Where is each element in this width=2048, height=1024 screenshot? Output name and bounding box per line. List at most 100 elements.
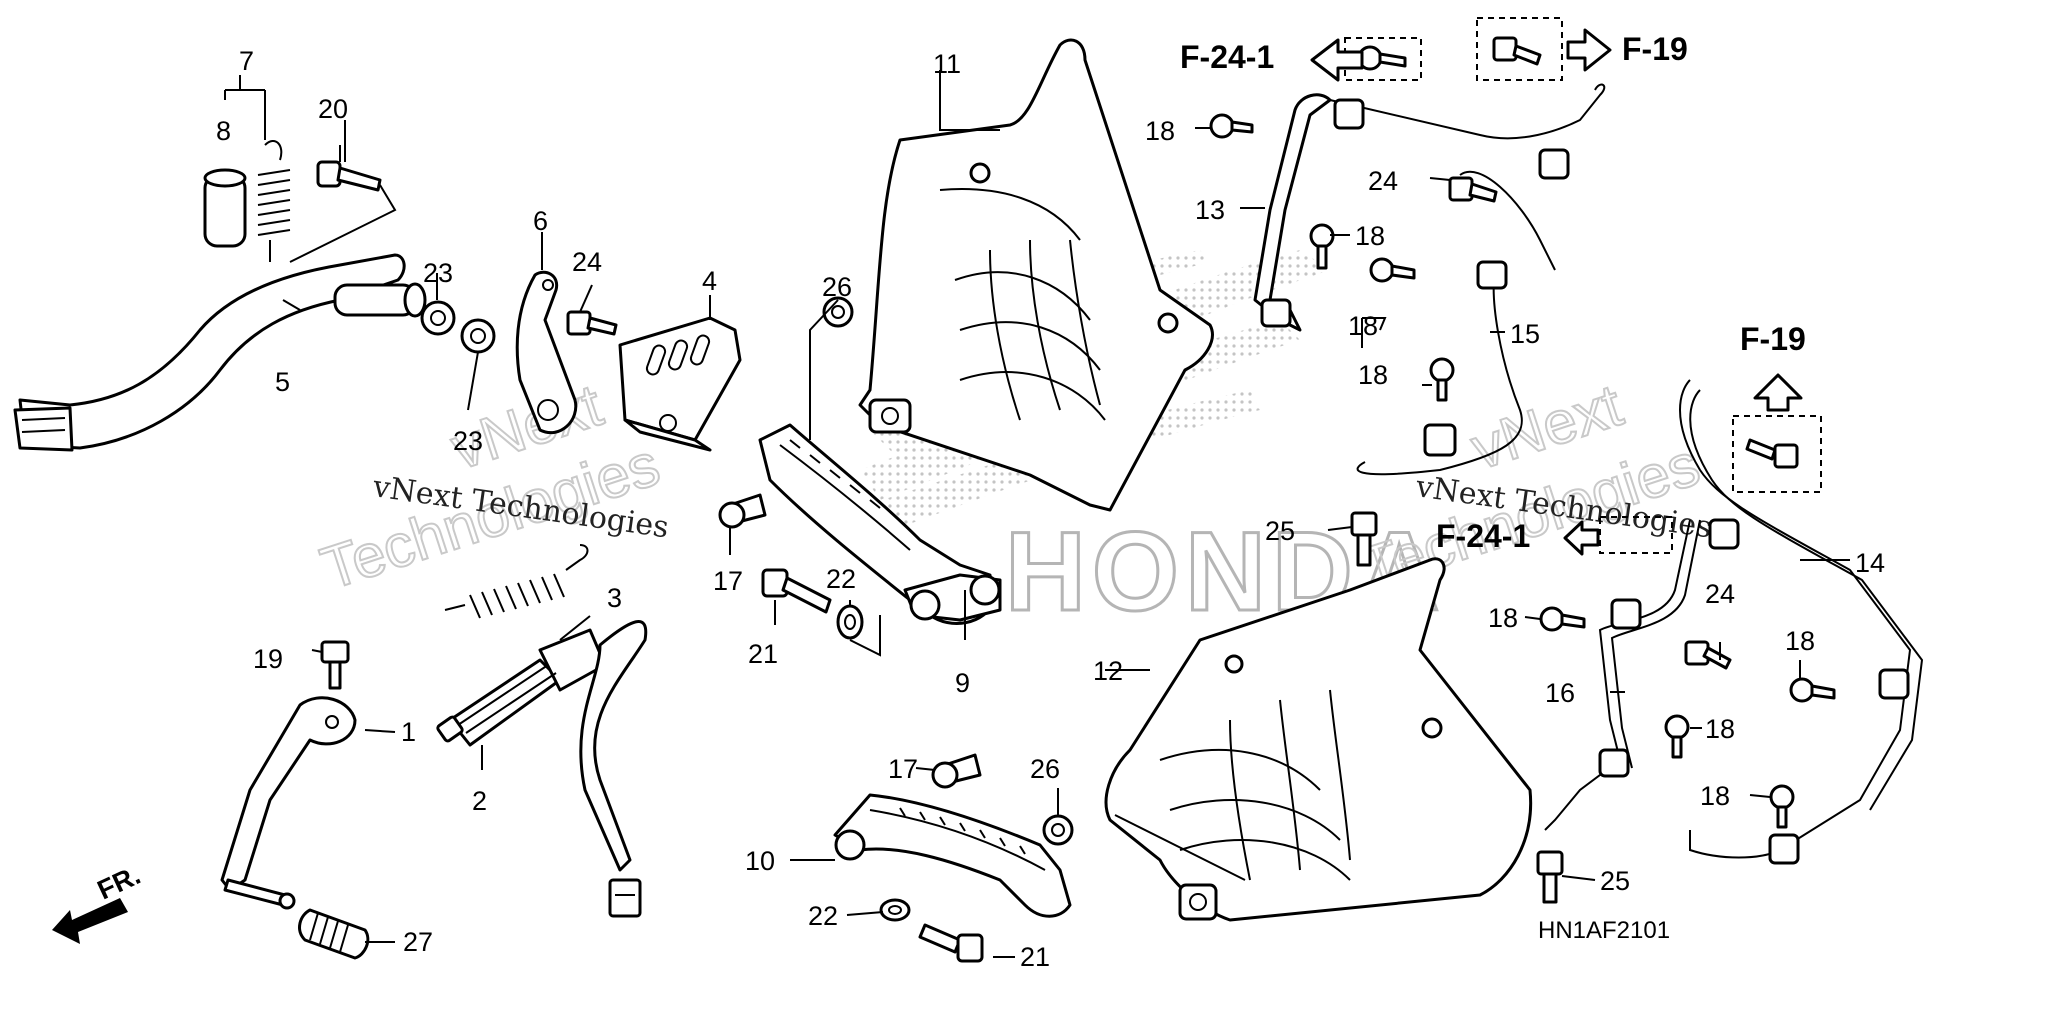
left-arrow-icon <box>1310 38 1364 82</box>
callout-25-bottom: 25 <box>1600 866 1630 896</box>
part-nut-26-bottom <box>1042 814 1074 846</box>
part-bolt-24-left <box>566 310 618 336</box>
part-bolt-21-bottom <box>918 923 984 963</box>
callout-22-bottom: 22 <box>808 901 838 931</box>
part-bolt-18a <box>1209 113 1254 139</box>
part-spring-and-collar <box>203 75 291 262</box>
callout-17-top: 17 <box>713 566 743 596</box>
part-rod-14 <box>1679 379 1924 865</box>
callout-5: 5 <box>275 367 290 397</box>
up-arrow-icon <box>1753 373 1803 412</box>
part-pin-17-bottom <box>931 753 982 789</box>
part-brake-pedal <box>13 253 427 452</box>
callout-27: 27 <box>403 927 433 957</box>
callout-4: 4 <box>702 266 717 296</box>
callout-9: 9 <box>955 668 970 698</box>
callout-19: 19 <box>253 644 283 674</box>
part-rod-15 <box>1356 170 1556 476</box>
part-rubber-27 <box>298 908 370 960</box>
ref-label-f19-top: F-19 <box>1622 31 1688 67</box>
callout-15: 15 <box>1510 319 1540 349</box>
right-arrow-icon <box>1566 28 1612 72</box>
callout-12: 12 <box>1093 656 1123 686</box>
part-rod-16 <box>1544 519 1701 831</box>
part-bearings-23 <box>420 300 496 354</box>
callout-18-h: 18 <box>1700 781 1730 811</box>
part-bolt-25-bottom <box>1536 850 1564 904</box>
ref-box-f241-top <box>1344 37 1422 81</box>
figure-code: HN1AF2101 <box>1538 917 1670 944</box>
callout-24-right: 24 <box>1705 579 1735 609</box>
ref-box-f19-top <box>1476 17 1563 81</box>
callout-2: 2 <box>472 786 487 816</box>
callout-16: 16 <box>1545 678 1575 708</box>
ref-arrows <box>52 28 1803 944</box>
part-bolt-18b <box>1309 223 1335 270</box>
left-arrow-icon-small <box>1563 520 1600 556</box>
part-bracket-4 <box>618 316 742 452</box>
callout-21-bottom: 21 <box>1020 942 1050 972</box>
part-bolt-18f <box>1789 677 1836 703</box>
callout-25-top: 25 <box>1265 516 1295 546</box>
callout-18-g: 18 <box>1705 714 1735 744</box>
callout-11: 11 <box>933 49 961 79</box>
part-nut-26-top <box>822 296 854 328</box>
callout-26-bottom: 26 <box>1030 754 1060 784</box>
part-guard-12 <box>1104 557 1533 922</box>
ref-box-f241-right <box>1599 516 1673 554</box>
part-bolt-25-top <box>1350 511 1378 567</box>
ref-label-f19-right: F-19 <box>1740 321 1806 357</box>
callout-21-top: 21 <box>748 639 778 669</box>
part-pin-17-top <box>718 493 767 529</box>
callout-18-b: 18 <box>1355 221 1385 251</box>
part-bolt-19 <box>320 640 350 690</box>
ref-box-f19-right <box>1732 415 1822 493</box>
front-arrow-icon <box>52 898 128 944</box>
callout-18-d: 18 <box>1358 360 1388 390</box>
part-step-bracket-9 <box>758 423 1002 625</box>
part-bolt-18c <box>1369 257 1416 283</box>
callout-20: 20 <box>318 94 348 124</box>
callout-23-bottom: 23 <box>453 426 483 456</box>
callout-13: 13 <box>1195 195 1225 225</box>
callout-7: 7 <box>239 46 254 76</box>
callouts: 7 8 20 5 23 23 6 24 4 26 11 17 22 21 9 3… <box>93 31 1885 972</box>
callout-6: 6 <box>533 206 548 236</box>
part-guard-11 <box>858 38 1214 512</box>
front-marker-label: FR. <box>93 860 145 906</box>
part-washer-22-top <box>836 604 864 640</box>
callout-23-top: 23 <box>423 258 453 288</box>
part-bolt-24-right <box>1684 640 1732 670</box>
part-bolt-18g <box>1664 714 1690 759</box>
callout-3: 3 <box>607 583 622 613</box>
part-washer-22-bottom <box>879 898 911 922</box>
callout-1: 1 <box>401 717 416 747</box>
part-spring-3 <box>444 544 589 619</box>
part-bolt-20 <box>289 145 397 263</box>
part-arm-1 <box>220 696 357 910</box>
part-bolt-21-top <box>761 568 832 614</box>
callout-24-left: 24 <box>572 247 602 277</box>
part-bolt-18h <box>1769 784 1795 829</box>
callout-18-f: 18 <box>1785 626 1815 656</box>
callout-22-top: 22 <box>826 564 856 594</box>
ref-label-f241-right: F-24-1 <box>1436 518 1530 554</box>
part-bolt-24-top <box>1448 176 1498 203</box>
callout-14: 14 <box>1855 548 1885 578</box>
callout-10: 10 <box>745 846 775 876</box>
part-step-10 <box>833 793 1072 918</box>
callout-18-c: 18 <box>1348 311 1378 341</box>
part-stay-plate-6 <box>515 270 578 435</box>
part-bolt-18e <box>1539 606 1586 632</box>
callout-18-e: 18 <box>1488 603 1518 633</box>
callout-8: 8 <box>216 116 231 146</box>
leader-lines <box>282 70 1850 958</box>
part-brake-switch-2 <box>436 620 648 918</box>
callout-26-top: 26 <box>822 272 852 302</box>
callout-18-a: 18 <box>1145 116 1175 146</box>
callout-24-top: 24 <box>1368 166 1398 196</box>
ref-label-f241-top: F-24-1 <box>1180 39 1274 75</box>
callout-17-bottom: 17 <box>888 754 918 784</box>
